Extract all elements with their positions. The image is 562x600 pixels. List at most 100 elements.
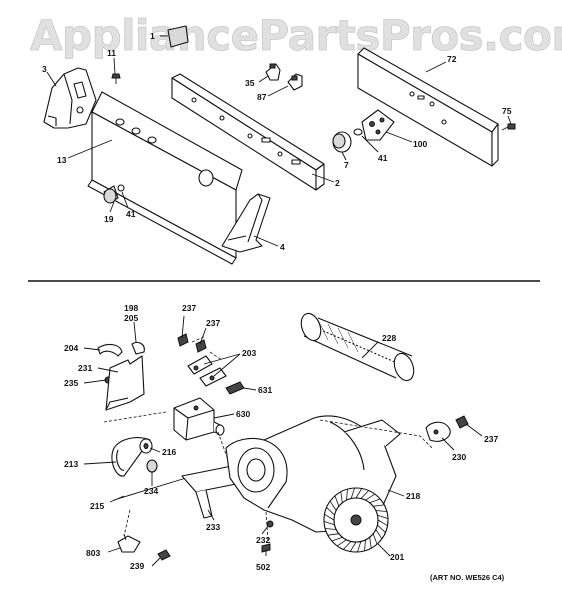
label-228: 228 (382, 333, 396, 343)
part-87-bracket (287, 73, 303, 91)
blower-blade (369, 537, 372, 549)
label-2: 2 (335, 178, 340, 188)
label-13: 13 (57, 155, 67, 165)
blower-blade (350, 487, 355, 499)
blower-blade (377, 519, 388, 527)
watermark-logo-text: AppliancePartsPros.com (30, 11, 562, 60)
blower-blade (355, 488, 363, 499)
art-number: (ART NO. WE526 C4) (430, 573, 505, 582)
lower-leader-lines (83, 315, 483, 567)
label-237-c: 237 (484, 434, 498, 444)
blower-blade (360, 490, 369, 499)
part-502-screw (261, 543, 271, 553)
blower-blade (346, 489, 348, 501)
part-216-idler-pulley (139, 438, 153, 454)
blower-blade (364, 539, 366, 551)
part-198-205-terminal (131, 341, 145, 355)
part-11-screw (111, 73, 121, 84)
blower-blade (357, 541, 362, 553)
blower-blade (377, 524, 386, 533)
label-3: 3 (42, 64, 47, 74)
label-35: 35 (245, 78, 255, 88)
label-72: 72 (447, 54, 457, 64)
blower-blade (369, 498, 381, 504)
blower-blade (326, 507, 335, 516)
label-203: 203 (242, 348, 256, 358)
part-234-bearing (146, 459, 158, 473)
blower-blade (375, 529, 383, 540)
part-230-thermostat (425, 421, 451, 442)
label-630: 630 (236, 409, 250, 419)
part-75-screw (501, 123, 516, 131)
part-803-switch (117, 533, 141, 553)
label-237-a: 237 (182, 303, 196, 313)
label-11: 11 (107, 48, 116, 58)
upper-leader-lines (46, 35, 512, 247)
label-1: 1 (150, 31, 155, 41)
blower-blade (323, 521, 335, 526)
label-231: 231 (78, 363, 92, 373)
label-198: 198 (124, 303, 138, 313)
label-234: 234 (144, 486, 158, 496)
label-205: 205 (124, 313, 138, 323)
label-87: 87 (257, 92, 267, 102)
label-235: 235 (64, 378, 78, 388)
label-631: 631 (258, 385, 272, 395)
label-100: 100 (413, 139, 427, 149)
label-215: 215 (90, 501, 104, 511)
blower-blade (327, 533, 339, 536)
label-216: 216 (162, 447, 176, 457)
part-41-clip-right (353, 128, 363, 136)
part-19-knob (103, 185, 119, 204)
part-72-backsplash-cover (357, 47, 499, 167)
label-803: 803 (86, 548, 100, 558)
blower-blade (349, 541, 357, 552)
part-237-screw-upper (177, 333, 189, 347)
label-201: 201 (390, 552, 404, 562)
blower-blade (365, 493, 376, 501)
label-218: 218 (406, 491, 420, 501)
label-233: 233 (206, 522, 220, 532)
part-3-end-bracket (43, 67, 97, 129)
blower-blade (372, 533, 378, 545)
label-4: 4 (280, 242, 285, 252)
part-237-screw-right (455, 415, 469, 429)
blower-blade (340, 491, 343, 503)
part-631-thermistor (225, 381, 245, 395)
part-41-clip-left (117, 184, 125, 192)
part-35-bracket (265, 63, 281, 81)
blower-blade (334, 495, 340, 507)
part-7-knob (332, 131, 352, 153)
label-232: 232 (256, 535, 270, 545)
part-630-motor-assembly (173, 397, 225, 441)
part-228-duct (300, 312, 415, 382)
blower-blade (325, 528, 337, 530)
label-75: 75 (502, 106, 512, 116)
label-7: 7 (344, 160, 349, 170)
blower-blade (336, 539, 347, 547)
label-204: 204 (64, 343, 78, 353)
label-239: 239 (130, 561, 144, 571)
blower-blade (331, 536, 343, 542)
part-13-control-panel (87, 91, 243, 265)
part-4-side-bracket (221, 193, 271, 253)
part-100-switch (361, 109, 395, 141)
part-239-screw (157, 549, 171, 561)
label-213: 213 (64, 459, 78, 469)
label-502: 502 (256, 562, 270, 572)
terminal-block-bracket (105, 355, 145, 411)
label-41-a: 41 (126, 209, 136, 219)
part-201-blower-wheel (323, 487, 389, 553)
label-19: 19 (104, 214, 114, 224)
blower-blade (343, 541, 352, 550)
blower-blade (377, 514, 389, 519)
blower-blade (324, 513, 335, 521)
label-230: 230 (452, 452, 466, 462)
part-number-labels: 1 3 11 13 19 41 4 2 35 87 7 41 100 72 75… (42, 31, 512, 572)
blower-blade (375, 510, 387, 512)
dashed-assembly-lines (103, 335, 433, 541)
label-41-b: 41 (378, 153, 388, 163)
part-204-clamp (97, 343, 123, 357)
blower-blade (373, 504, 385, 507)
